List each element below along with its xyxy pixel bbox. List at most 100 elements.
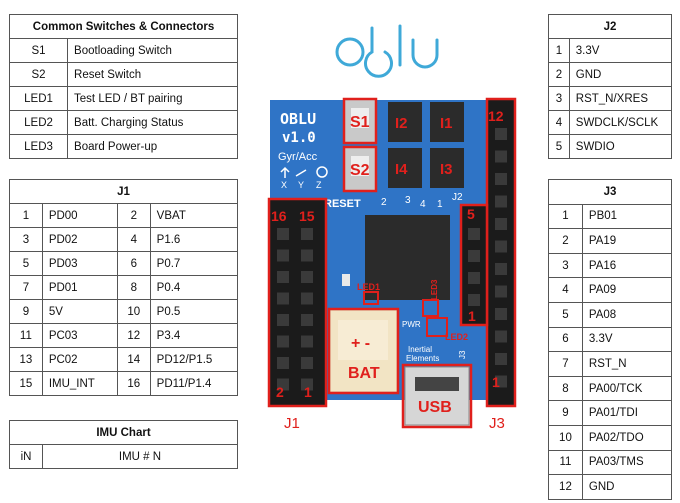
led1-box: [363, 291, 379, 305]
header-pin: [495, 195, 507, 208]
header-pin: [277, 314, 289, 326]
table-cell: 16: [116, 371, 151, 396]
mcu-chip: [365, 215, 450, 300]
header-pin: [468, 272, 480, 284]
oblu-board-diagram: oblu OBLU v1.0 Gyr/Acc X Y Z RESET 2 3 4…: [267, 24, 517, 432]
table-cell: 5: [548, 301, 583, 328]
axes-labels: X Y Z: [281, 180, 322, 190]
table-cell: 12: [548, 474, 583, 500]
table-cell: PD00: [41, 203, 118, 228]
j2-table-title: J2: [548, 14, 672, 39]
table-cell: PA16: [581, 252, 673, 279]
imu-silk-numbers: 2 3 4 1: [381, 195, 443, 210]
table-cell: 10: [548, 424, 583, 451]
header-pin: [301, 292, 313, 305]
logo-text: oblu: [390, 89, 392, 91]
imu-chart-table: IMU Chart iN IMU # N: [9, 420, 238, 469]
j3-table-title: J3: [548, 179, 672, 205]
table-cell: 5: [548, 134, 570, 159]
table-cell: 3: [9, 227, 43, 252]
table-cell: PC03: [41, 323, 118, 348]
header-pin: [301, 314, 313, 326]
switch-s2: [345, 148, 375, 190]
table-cell: P0.5: [149, 299, 239, 324]
table-cell: 3: [548, 252, 583, 279]
table-cell: 7: [9, 275, 43, 300]
table-cell: S1: [8, 38, 69, 63]
imu-col-num: IMU # N: [42, 444, 238, 469]
table-cell: LED1: [8, 86, 69, 111]
pwr-label: PWR: [402, 320, 421, 329]
silk-num-4: 4: [420, 199, 426, 210]
imu-label-i1: I1: [440, 115, 453, 132]
axis-y: Y: [298, 180, 304, 190]
led-markers: [363, 291, 448, 337]
table-cell: PA03/TMS: [581, 449, 673, 476]
table-cell: 3.3V: [568, 38, 673, 63]
table-cell: PA02/TDO: [581, 424, 673, 451]
table-cell: P3.4: [149, 323, 239, 348]
silk-num-2: 2: [381, 197, 387, 208]
header-pin: [301, 335, 313, 348]
table-cell: PB01: [581, 203, 673, 230]
header-pin: [277, 357, 289, 369]
table-cell: GND: [581, 474, 673, 500]
table-cell: 12: [116, 323, 151, 348]
header-pin: [301, 271, 313, 283]
header-pin: [495, 285, 507, 298]
header-pin: [495, 150, 507, 163]
j2-pins: [495, 128, 507, 388]
table-cell: Batt. Charging Status: [67, 110, 238, 135]
header-pin: [495, 263, 507, 275]
table-cell: 4: [548, 277, 583, 303]
reset-label: RESET: [324, 198, 361, 210]
header-pin: [468, 294, 480, 306]
header-pin: [495, 375, 507, 388]
header-pin: [277, 335, 289, 348]
silk-num-3: 3: [405, 195, 411, 206]
j3-header: [459, 203, 489, 327]
j1-header: [267, 197, 328, 408]
header-pin: [277, 378, 289, 391]
table-cell: Reset Switch: [67, 62, 238, 87]
table-cell: GND: [568, 62, 673, 87]
led3-box: [422, 299, 439, 317]
gyr-acc-label: Gyr/Acc: [278, 151, 318, 163]
j1-pin-2-label: 2: [276, 384, 284, 400]
small-component: [342, 274, 350, 286]
inertial-label: Inertial: [408, 345, 432, 354]
header-pin: [301, 228, 313, 240]
axes-icon: [280, 166, 328, 178]
header-pin: [495, 240, 507, 253]
led2-box: [426, 317, 448, 337]
led2-label: LED2: [445, 332, 468, 342]
header-pin: [277, 228, 289, 240]
table-cell: 11: [9, 323, 43, 348]
battery-connector: [327, 307, 400, 395]
header-pin: [301, 357, 313, 369]
oblu-logo: [335, 24, 439, 78]
table-cell: 14: [116, 347, 151, 372]
header-pin: [301, 378, 313, 391]
table-cell: 8: [116, 275, 151, 300]
header-pin: [277, 292, 289, 305]
imu-col-in: iN: [9, 444, 43, 469]
bat-polarity: + -: [351, 335, 370, 352]
table-cell: RST_N/XRES: [568, 86, 673, 111]
board-name-2: v1.0: [282, 130, 316, 146]
imu-label-i3: I3: [440, 161, 453, 178]
